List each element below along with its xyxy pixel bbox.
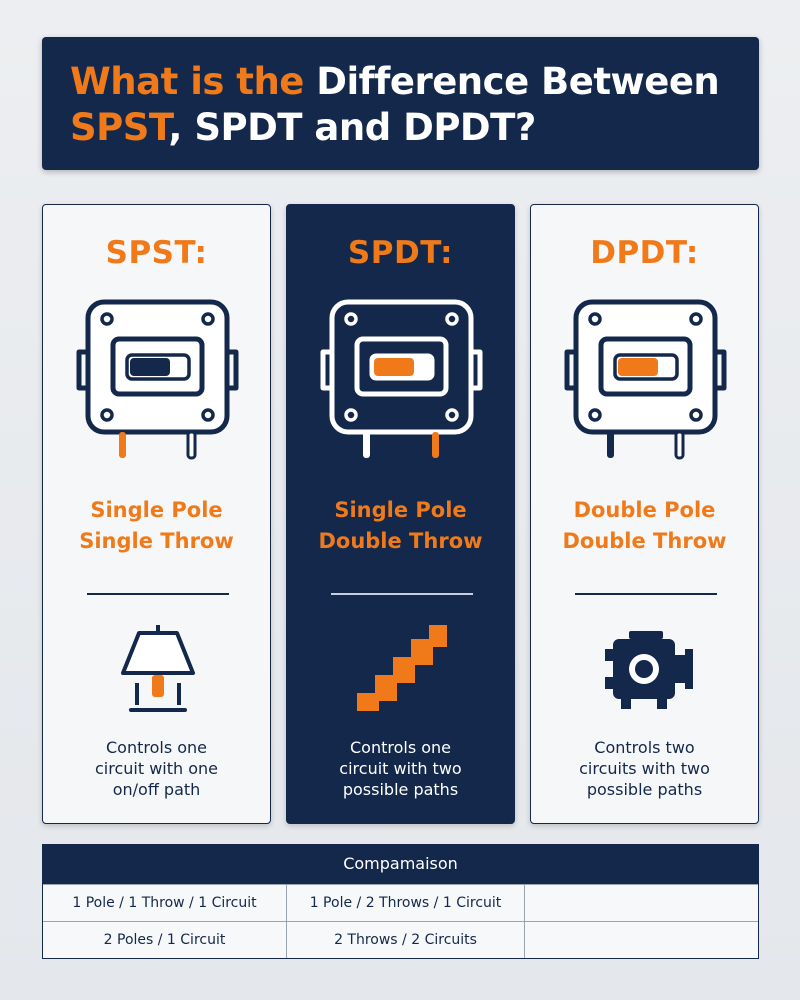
comparison-table: Compamaison 1 Pole / 1 Throw / 1 Circuit… (42, 844, 759, 959)
table-cell: 2 Throws / 2 Circuits (287, 922, 525, 958)
card-description: Controls two circuits with two possible … (531, 737, 758, 800)
table-cell: 1 Pole / 1 Throw / 1 Circuit (43, 885, 287, 921)
subtitle-line-2: Double Throw (318, 529, 483, 553)
table-cell: 2 Poles / 1 Circuit (43, 922, 287, 958)
title-accent-2: SPST (70, 106, 169, 149)
title-line-2: SPST, SPDT and DPDT? (70, 105, 731, 151)
card-spdt: SPDT: Single Pole Double Throw Controls … (286, 204, 515, 824)
subtitle-line-1: Single Pole (334, 498, 467, 522)
desc-line-1: Controls two (594, 738, 695, 757)
motor-icon (605, 631, 693, 709)
desc-line-1: Controls one (105, 738, 208, 757)
desc-line-2: circuit with two (339, 759, 462, 778)
desc-line-2: circuit with one (94, 759, 218, 778)
desc-line-3: on/off path (112, 780, 201, 799)
title-accent-1: What is the (70, 60, 317, 103)
desc-line-3: possible paths (342, 780, 459, 799)
staircase-icon (357, 625, 447, 711)
card-title: SPST: (105, 235, 208, 271)
title-banner: What is the Difference Between SPST, SPD… (42, 37, 759, 170)
desc-line-1: Controls one (349, 738, 452, 757)
title-line-1: What is the Difference Between (70, 59, 731, 105)
table-cell (525, 885, 757, 921)
table-row: 2 Poles / 1 Circuit 2 Throws / 2 Circuit… (43, 921, 758, 958)
card-subtitle: Single Pole Double Throw (287, 495, 514, 557)
switch-toggle-left-icon (320, 299, 483, 458)
card-subtitle: Double Pole Double Throw (531, 495, 758, 557)
card-subtitle: Single Pole Single Throw (43, 495, 270, 557)
card-description: Controls one circuit with two possible p… (287, 737, 514, 800)
subtitle-line-2: Single Throw (79, 529, 234, 553)
table-row: 1 Pole / 1 Throw / 1 Circuit 1 Pole / 2 … (43, 884, 758, 921)
switch-toggle-off-icon (76, 299, 239, 460)
card-spst: SPST: Single Pole Single Throw Controls … (42, 204, 271, 824)
divider (575, 593, 717, 595)
switch-toggle-orange-icon (564, 299, 727, 460)
card-dpdt: DPDT: Double Pole Double Throw Controls … (530, 204, 759, 824)
subtitle-line-2: Double Throw (562, 529, 727, 553)
subtitle-line-1: Double Pole (573, 498, 716, 522)
table-cell (525, 922, 757, 958)
card-title: SPDT: (347, 235, 454, 271)
title-text-2: , SPDT and DPDT? (168, 106, 536, 149)
card-description: Controls one circuit with one on/off pat… (43, 737, 270, 800)
lamp-icon (121, 625, 195, 712)
divider (87, 593, 229, 595)
divider (331, 593, 473, 595)
desc-line-2: circuits with two (579, 759, 710, 778)
table-cell: 1 Pole / 2 Throws / 1 Circuit (287, 885, 525, 921)
comparison-heading: Compamaison (43, 845, 758, 884)
subtitle-line-1: Single Pole (90, 498, 223, 522)
card-title: DPDT: (590, 235, 699, 271)
title-text-1: Difference Between (316, 60, 720, 103)
desc-line-3: possible paths (586, 780, 703, 799)
